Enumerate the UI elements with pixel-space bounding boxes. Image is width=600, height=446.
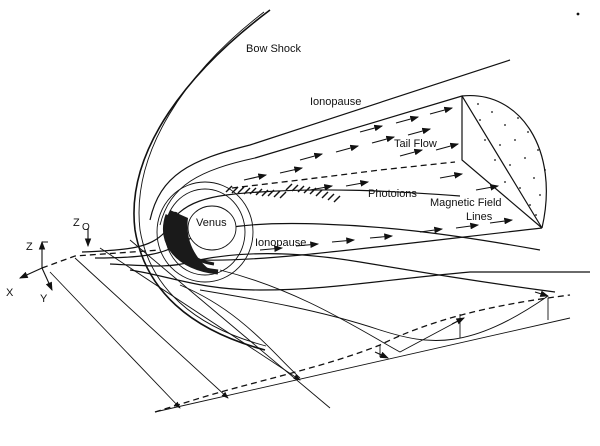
label-z0-sub: O [82, 222, 90, 233]
field-line-2 [94, 222, 541, 259]
base-plane-dashed [154, 294, 571, 413]
ionopause-upper-boundary-2 [159, 157, 256, 226]
label-axis-x: X [6, 287, 14, 299]
photoion-stream [225, 183, 341, 203]
label-magnetic-field: Magnetic Field [430, 197, 502, 209]
drape-line-3 [219, 269, 461, 353]
tail-field-arrowheads [374, 290, 550, 359]
label-bow-shock: Bow Shock [246, 43, 302, 55]
tail-box-bottom [199, 227, 543, 261]
base-plane-ticks [379, 298, 549, 357]
venus-dark-limb [166, 210, 210, 270]
z0-dashed-plane [41, 249, 161, 269]
label-venus: Venus [196, 217, 227, 229]
field-line-4 [129, 269, 590, 291]
coordinate-axes [18, 228, 92, 292]
label-tail-flow: Tail Flow [394, 138, 437, 150]
field-line-1 [81, 189, 461, 253]
ionopause-upper-boundary [149, 59, 511, 221]
label-axis-z: Z [26, 241, 33, 253]
photoion-dashed-line [231, 161, 456, 189]
tail-box-front-edge [461, 96, 543, 229]
label-axis-y: Y [40, 293, 48, 305]
label-ionopause-top: Ionopause [310, 96, 361, 108]
end-cap-stipple [477, 103, 546, 216]
drape-line-1 [199, 289, 549, 341]
label-photoions: Photoions [368, 188, 417, 200]
stray-dot [576, 12, 580, 16]
venus-planet [156, 181, 254, 283]
label-z0: Z [73, 217, 80, 229]
drape-line-2 [179, 284, 301, 379]
field-line-3 [109, 253, 556, 293]
tail-flow-arrows [243, 106, 514, 252]
label-magnetic-field-lines: Lines [466, 211, 493, 223]
bow-shock-inner [138, 11, 267, 347]
base-plane-solid [154, 317, 571, 413]
bow-shock-outer [133, 9, 271, 351]
tail-box-end-cap [461, 95, 547, 229]
label-ionopause-inner: Ionopause [255, 237, 306, 249]
